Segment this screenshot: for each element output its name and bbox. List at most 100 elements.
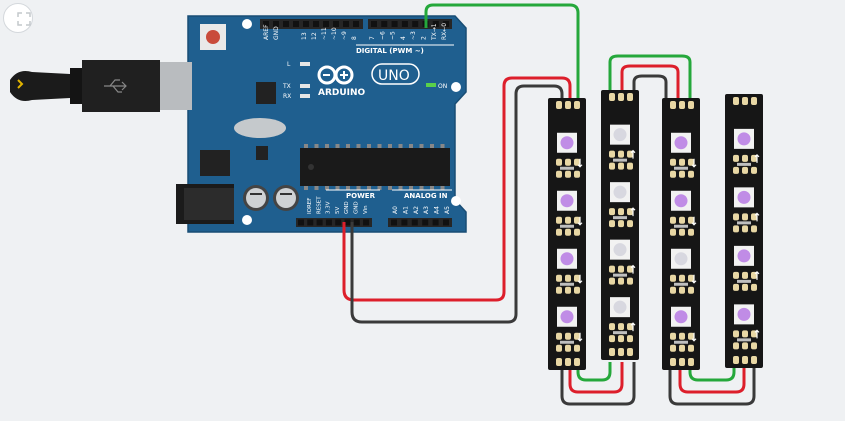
strip-pad[interactable] xyxy=(574,358,580,366)
neopixel-led[interactable] xyxy=(734,245,754,266)
neopixel-led[interactable] xyxy=(557,248,577,269)
wire-gnd-to-strip1[interactable] xyxy=(350,84,564,324)
wire-data-strip3-to-strip4-bottom[interactable] xyxy=(688,362,736,382)
header-pin[interactable] xyxy=(293,21,299,27)
neopixel-led[interactable] xyxy=(734,304,754,325)
header-pin[interactable] xyxy=(432,21,439,27)
wire-power-strip3-to-strip4-bottom[interactable] xyxy=(678,362,746,394)
strip-pad[interactable] xyxy=(565,358,571,366)
strip-pad[interactable] xyxy=(556,358,562,366)
strip-pad[interactable] xyxy=(670,358,676,366)
data-direction-arrow-icon xyxy=(691,158,697,168)
wire-gnd-strip3-to-strip4-bottom[interactable] xyxy=(668,362,756,406)
header-pin[interactable] xyxy=(432,219,439,226)
led-strip-1[interactable] xyxy=(548,98,586,370)
header-pin[interactable] xyxy=(303,21,309,27)
header-pin[interactable] xyxy=(323,21,329,27)
header-pin[interactable] xyxy=(422,219,429,226)
header-pin[interactable] xyxy=(443,219,449,226)
header-pin[interactable] xyxy=(283,21,289,27)
neopixel-led[interactable] xyxy=(557,190,577,211)
strip-pad[interactable] xyxy=(670,101,676,109)
header-pin[interactable] xyxy=(313,21,319,27)
header-pin[interactable] xyxy=(273,21,279,27)
crystal xyxy=(234,118,286,138)
wire-gnd-strip1-to-strip2-bottom[interactable] xyxy=(560,362,636,406)
header-pin[interactable] xyxy=(307,219,314,226)
strip-pad[interactable] xyxy=(565,101,571,109)
header-pin[interactable] xyxy=(298,219,304,226)
wire-power-strip1-to-strip2-bottom[interactable] xyxy=(568,362,624,394)
led-strip-3[interactable] xyxy=(662,98,700,370)
neopixel-led[interactable] xyxy=(610,182,630,203)
strip-pad[interactable] xyxy=(618,348,624,356)
header-pin[interactable] xyxy=(391,219,397,226)
strip-pad[interactable] xyxy=(679,358,685,366)
neopixel-led[interactable] xyxy=(610,297,630,318)
chip-pin xyxy=(377,144,382,148)
wire-data-strip2-to-strip3-top[interactable] xyxy=(608,54,692,100)
wire-data-strip1-to-strip2-bottom[interactable] xyxy=(576,362,612,382)
led-strip-4[interactable] xyxy=(725,94,763,368)
header-pin[interactable] xyxy=(343,21,349,27)
neopixel-led[interactable] xyxy=(734,128,754,149)
header-pin[interactable] xyxy=(363,219,370,226)
strip-pad[interactable] xyxy=(742,97,748,105)
strip-pad[interactable] xyxy=(733,356,739,364)
neopixel-led[interactable] xyxy=(671,306,691,327)
header-pin[interactable] xyxy=(411,219,418,226)
header-pin[interactable] xyxy=(401,219,408,226)
chip-pin xyxy=(419,186,424,190)
wire-5v-to-strip1[interactable] xyxy=(342,76,572,302)
led-strip-2[interactable] xyxy=(601,90,639,360)
header-pin[interactable] xyxy=(344,219,351,226)
digital-pin-label: 2 xyxy=(421,36,428,40)
header-pin[interactable] xyxy=(263,21,269,27)
strip-pad[interactable] xyxy=(688,101,694,109)
header-pin[interactable] xyxy=(391,21,398,27)
header-pin[interactable] xyxy=(353,21,359,27)
strip-pad[interactable] xyxy=(609,348,615,356)
chip-pin xyxy=(346,186,350,190)
neopixel-led[interactable] xyxy=(610,124,630,145)
header-pin[interactable] xyxy=(401,21,408,27)
strip-pad[interactable] xyxy=(751,97,757,105)
strip-pad[interactable] xyxy=(574,101,580,109)
strip-pad[interactable] xyxy=(688,358,694,366)
header-pin[interactable] xyxy=(443,21,450,27)
neopixel-led[interactable] xyxy=(557,306,577,327)
header-pin[interactable] xyxy=(381,21,388,27)
wire-gnd-strip2-to-strip3-top[interactable] xyxy=(632,74,668,100)
neopixel-led[interactable] xyxy=(734,187,754,208)
strip-pad[interactable] xyxy=(627,348,633,356)
strip-pad[interactable] xyxy=(751,356,757,364)
neopixel-led[interactable] xyxy=(671,190,691,211)
power-pin-label: 3.3V xyxy=(326,201,332,214)
strip-pad[interactable] xyxy=(609,93,615,101)
header-pin[interactable] xyxy=(333,21,339,27)
strip-pad[interactable] xyxy=(618,93,624,101)
neopixel-led[interactable] xyxy=(671,248,691,269)
fullscreen-button[interactable] xyxy=(3,3,33,33)
strip-pad[interactable] xyxy=(742,356,748,364)
neopixel-led[interactable] xyxy=(557,132,577,153)
digital-pin-label: 8 xyxy=(351,36,358,40)
wire-power-strip2-to-strip3-top[interactable] xyxy=(620,64,680,100)
data-direction-arrow-icon xyxy=(630,322,636,332)
digital-pin-label: TX→1 xyxy=(431,23,438,41)
header-pin[interactable] xyxy=(325,219,332,226)
strip-pad[interactable] xyxy=(733,97,739,105)
wire-signal-pin2-to-strip1[interactable] xyxy=(424,3,580,100)
strip-pad[interactable] xyxy=(627,93,633,101)
neopixel-led[interactable] xyxy=(610,239,630,260)
neopixel-led[interactable] xyxy=(671,132,691,153)
header-pin[interactable] xyxy=(316,219,323,226)
strip-pad[interactable] xyxy=(679,101,685,109)
header-pin[interactable] xyxy=(353,219,360,226)
header-pin[interactable] xyxy=(335,219,342,226)
header-pin[interactable] xyxy=(371,21,377,27)
header-pin[interactable] xyxy=(412,21,419,27)
strip-pad[interactable] xyxy=(556,101,562,109)
